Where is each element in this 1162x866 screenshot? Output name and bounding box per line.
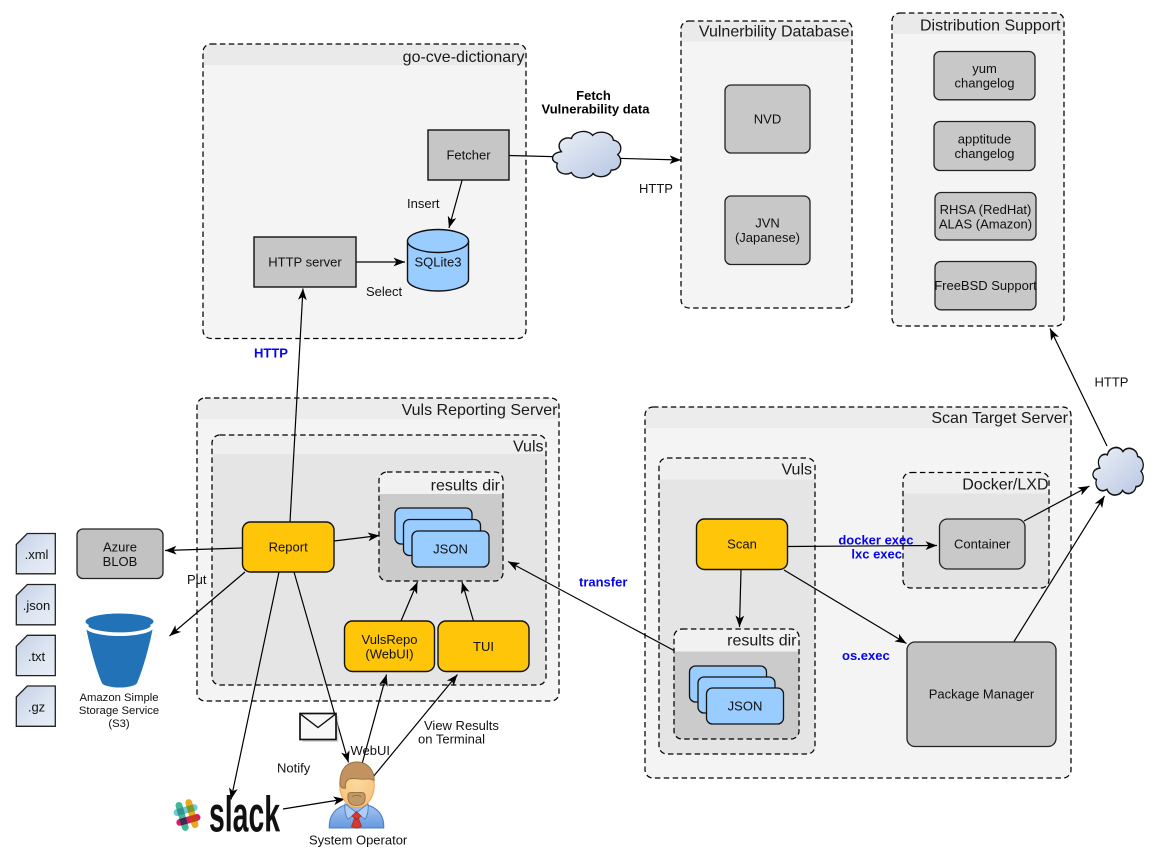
svg-text:VulsRepo: VulsRepo [362,632,418,647]
svg-text:go-cve-dictionary: go-cve-dictionary [403,49,525,66]
svg-text:apptitude: apptitude [958,132,1012,147]
svg-text:Azure: Azure [103,540,137,555]
svg-text:.gz: .gz [28,700,45,715]
svg-text:SQLite3: SQLite3 [415,255,462,270]
svg-text:Select: Select [366,284,403,299]
svg-text:Scan Target Server: Scan Target Server [931,410,1068,427]
svg-text:lxc exec: lxc exec [851,547,902,562]
svg-text:WebUI: WebUI [351,743,391,758]
svg-text:(WebUI): (WebUI) [365,646,413,661]
svg-text:HTTP: HTTP [254,346,288,361]
svg-text:HTTP: HTTP [1095,375,1129,390]
svg-text:Docker/LXD: Docker/LXD [962,477,1048,494]
svg-text:Report: Report [269,540,308,555]
svg-text:Scan: Scan [727,537,757,552]
svg-text:Notify: Notify [277,761,311,776]
svg-text:System Operator: System Operator [309,833,408,848]
svg-text:Vulnerbility Database: Vulnerbility Database [699,24,850,41]
svg-text:(S3): (S3) [108,718,130,730]
svg-text:Container: Container [954,537,1011,552]
svg-text:JSON: JSON [728,699,763,714]
svg-text:os.exec: os.exec [842,648,890,663]
svg-text:FreeBSD Support: FreeBSD Support [934,278,1037,293]
svg-text:Insert: Insert [407,196,440,211]
svg-text:HTTP: HTTP [639,181,673,196]
svg-text:ALAS (Amazon): ALAS (Amazon) [939,216,1032,231]
svg-text:Fetcher: Fetcher [446,148,491,163]
svg-text:results dir: results dir [431,478,501,495]
svg-text:(Japanese): (Japanese) [735,230,800,245]
svg-text:NVD: NVD [754,112,781,127]
svg-text:View Results: View Results [424,718,499,733]
svg-text:TUI: TUI [473,639,494,654]
svg-text:Fetch: Fetch [576,88,611,103]
svg-text:changelog: changelog [955,146,1015,161]
svg-text:on Terminal: on Terminal [418,732,485,747]
svg-text:.txt: .txt [28,649,46,664]
svg-text:.json: .json [23,598,50,613]
svg-text:yum: yum [972,61,997,76]
svg-text:JSON: JSON [433,542,468,557]
svg-text:Vulnerability data: Vulnerability data [542,102,651,117]
svg-text:Distribution Support: Distribution Support [920,18,1061,35]
svg-text:Vuls Reporting Server: Vuls Reporting Server [402,402,559,419]
svg-text:transfer: transfer [579,575,627,590]
svg-text:Storage Service: Storage Service [79,705,159,717]
svg-text:Vuls: Vuls [513,439,544,456]
svg-text:docker exec: docker exec [838,533,913,548]
svg-text:HTTP server: HTTP server [268,255,342,270]
svg-text:BLOB: BLOB [103,554,138,569]
svg-text:Put: Put [187,572,207,587]
svg-text:JVN: JVN [755,216,780,231]
svg-text:Amazon Simple: Amazon Simple [79,692,158,704]
svg-text:RHSA (RedHat): RHSA (RedHat) [940,202,1032,217]
svg-text:Package Manager: Package Manager [929,687,1035,702]
svg-text:changelog: changelog [955,76,1015,91]
svg-text:slack: slack [209,787,280,843]
svg-text:.xml: .xml [25,547,49,562]
svg-text:Vuls: Vuls [781,462,812,479]
svg-text:results dir: results dir [727,633,797,650]
